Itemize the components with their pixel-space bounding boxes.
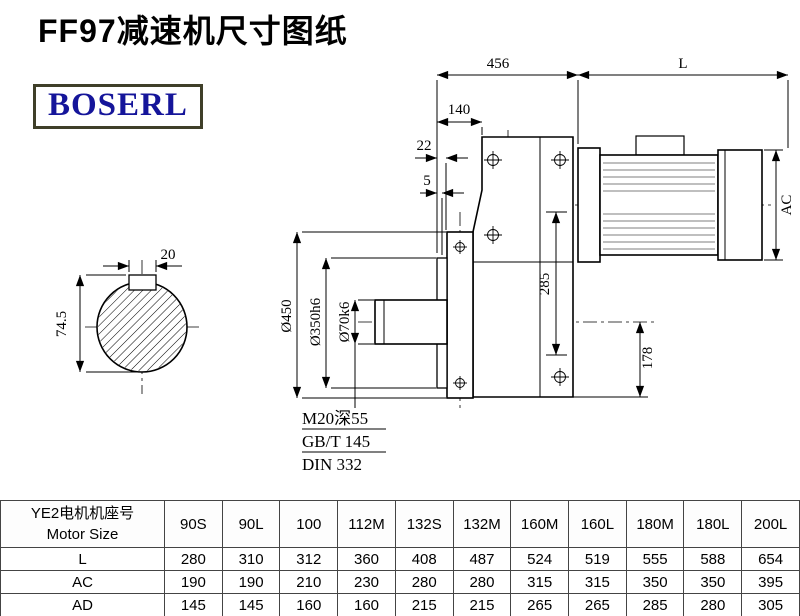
page-title: FF97减速机尺寸图纸 [38, 13, 348, 49]
dim-cell: 310 [221, 547, 281, 571]
brand-logo-text: BOSERL [48, 87, 188, 123]
dim-cell: 312 [279, 547, 339, 571]
note-tap-hole: M20深55 [302, 409, 368, 428]
motor [577, 135, 763, 263]
dim-456-label: 456 [487, 56, 510, 72]
row-label: AD [0, 593, 165, 616]
column-header: 132S [394, 500, 454, 548]
note-din-standard: DIN 332 [302, 455, 362, 474]
column-header: 90S [164, 500, 223, 548]
dim-cell: 145 [164, 593, 223, 616]
dim-AC-label: AC [779, 195, 795, 216]
dim-cell: 395 [741, 570, 800, 594]
dim-cell: 285 [625, 593, 685, 616]
column-header: 160L [568, 500, 627, 548]
dimension-table: YE2电机机座号 Motor Size 90S 90L 100 112M 132… [0, 500, 800, 616]
table-row-L: L 280 310 312 360 408 487 524 519 555 58… [0, 547, 800, 571]
drawing-area: FF97减速机尺寸图纸 BOSERL [33, 13, 795, 474]
dim-cell: 265 [568, 593, 627, 616]
dim-cell: 524 [510, 547, 570, 571]
table-row-AC: AC 190 190 210 230 280 280 315 315 350 3… [0, 570, 800, 594]
row-label: L [0, 547, 165, 571]
column-header: 160M [510, 500, 570, 548]
dim-cell: 265 [510, 593, 570, 616]
dim-cell: 190 [221, 570, 281, 594]
dim-285-label: 285 [537, 273, 553, 296]
dim-spigot-dia-label: Ø350h6 [308, 297, 324, 346]
column-header: 200L [741, 500, 800, 548]
motor-size-header-cn: YE2电机机座号 [30, 505, 135, 522]
dimension-drawing: 20 74.5 [54, 56, 795, 474]
dim-cell: 230 [337, 570, 396, 594]
dim-cell: 408 [394, 547, 454, 571]
motor-fins [603, 162, 715, 250]
dim-cell: 588 [683, 547, 743, 571]
dim-cell: 654 [741, 547, 800, 571]
dimension-lines [292, 70, 789, 408]
dim-cell: 160 [337, 593, 396, 616]
dim-178-label: 178 [640, 347, 656, 370]
column-header: 90L [221, 500, 281, 548]
column-header: 132M [452, 500, 512, 548]
column-header: 112M [337, 500, 396, 548]
motor-size-header: YE2电机机座号 Motor Size [0, 500, 165, 548]
dim-cell: 280 [683, 593, 743, 616]
dim-cell: 280 [452, 570, 512, 594]
dim-140-label: 140 [448, 102, 471, 118]
dim-5-label: 5 [423, 173, 431, 189]
dim-cell: 215 [394, 593, 454, 616]
dim-key-height-label: 74.5 [54, 311, 70, 337]
dim-cell: 315 [568, 570, 627, 594]
dim-cell: 145 [221, 593, 281, 616]
dim-flange-dia-label: Ø450 [279, 299, 295, 332]
dim-L-label: L [678, 56, 687, 72]
dim-cell: 519 [568, 547, 627, 571]
dim-cell: 315 [510, 570, 570, 594]
dim-cell: 215 [452, 593, 512, 616]
dim-cell: 487 [452, 547, 512, 571]
dim-cell: 280 [394, 570, 454, 594]
table-row-AD: AD 145 145 160 160 215 215 265 265 285 2… [0, 593, 800, 616]
column-header: 180L [683, 500, 743, 548]
table-header-row: YE2电机机座号 Motor Size 90S 90L 100 112M 132… [0, 500, 800, 548]
housing-bolt-icons [453, 151, 569, 390]
column-header: 100 [279, 500, 339, 548]
dim-cell: 190 [164, 570, 223, 594]
dim-cell: 160 [279, 593, 339, 616]
note-gb-standard: GB/T 145 [302, 432, 370, 451]
column-header: 180M [625, 500, 685, 548]
dim-shaft-dia-label: Ø70k6 [337, 301, 353, 342]
shaft-section-view [96, 274, 188, 373]
dim-cell: 360 [337, 547, 396, 571]
keyway-dimension-lines [75, 260, 182, 373]
motor-size-header-en: Motor Size [46, 526, 119, 543]
dim-keyway-width-label: 20 [161, 247, 176, 263]
dim-cell: 555 [625, 547, 685, 571]
dim-cell: 280 [164, 547, 223, 571]
row-label: AC [0, 570, 165, 594]
dim-cell: 305 [741, 593, 800, 616]
gearbox-housing [374, 136, 574, 399]
thread-notes: M20深55 GB/T 145 DIN 332 [302, 409, 386, 474]
dim-cell: 210 [279, 570, 339, 594]
dim-22-label: 22 [417, 138, 432, 154]
dim-cell: 350 [683, 570, 743, 594]
dim-cell: 350 [625, 570, 685, 594]
brand-logo: BOSERL [33, 84, 203, 129]
